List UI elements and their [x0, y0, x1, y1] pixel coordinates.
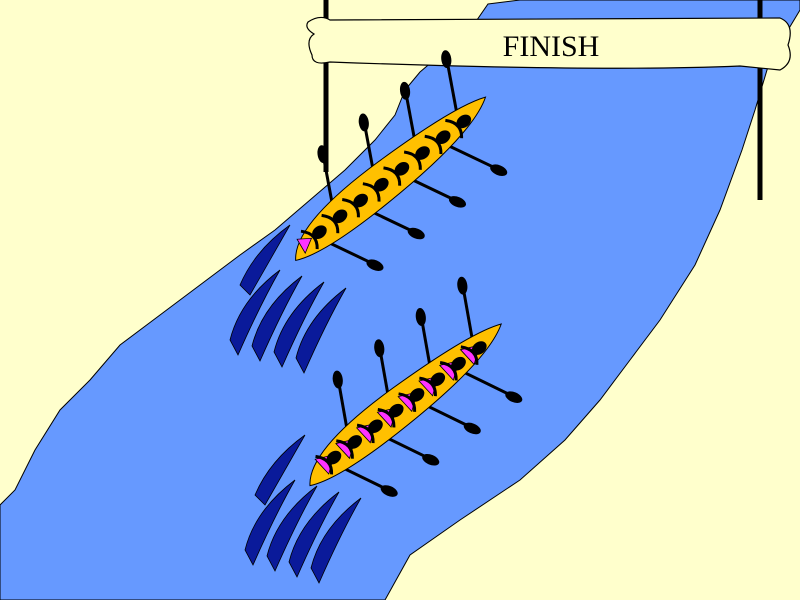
oar-blade: [358, 113, 369, 132]
rower-head: [353, 193, 368, 208]
rower-head: [471, 341, 487, 355]
wake-splash: [273, 281, 325, 368]
rower-head: [388, 403, 404, 418]
wake-splash: [266, 485, 318, 572]
trailing-boat: [309, 276, 523, 497]
wake-splash: [244, 479, 296, 566]
leading-boat: [295, 50, 508, 271]
oar-blade: [415, 308, 426, 326]
wake-splash: [295, 287, 347, 374]
rower-head: [415, 146, 430, 160]
oar-blade: [380, 485, 398, 497]
rower-head: [373, 177, 389, 192]
oar-blade: [399, 81, 411, 100]
rower-head: [394, 162, 410, 176]
oar-blade: [490, 164, 508, 176]
oar-blade: [407, 227, 425, 240]
oar-blade: [422, 453, 440, 466]
rower-head: [456, 114, 472, 129]
finish-banner-text: FINISH: [503, 30, 600, 63]
wake-splash: [254, 434, 306, 506]
rower-head: [368, 419, 383, 434]
oar-blade: [457, 276, 468, 295]
rower-head: [409, 388, 425, 402]
rower-head: [347, 435, 363, 449]
rower-head: [435, 130, 451, 145]
wake-splash: [310, 497, 362, 584]
rower-head: [332, 209, 348, 224]
rower-head: [326, 450, 342, 465]
oar-blade: [463, 422, 481, 435]
finish-banner: [306, 16, 791, 71]
wake-group: [229, 224, 362, 584]
wake-splash: [288, 491, 340, 578]
oar-blade: [374, 339, 385, 358]
boats-group: [295, 50, 523, 497]
oar-blade: [317, 145, 328, 164]
wake-splash: [251, 275, 303, 362]
wake-splash: [239, 224, 291, 296]
oar-blade: [441, 50, 452, 69]
oar-blade: [332, 370, 343, 389]
wake-splash: [229, 269, 281, 356]
rower-head: [312, 225, 327, 239]
oar-blade: [448, 196, 466, 208]
oar-blade: [505, 391, 523, 403]
oar-blade: [366, 259, 384, 271]
rower-head: [451, 356, 466, 371]
coxswain-jersey: [296, 237, 313, 255]
rower-head: [430, 372, 446, 387]
